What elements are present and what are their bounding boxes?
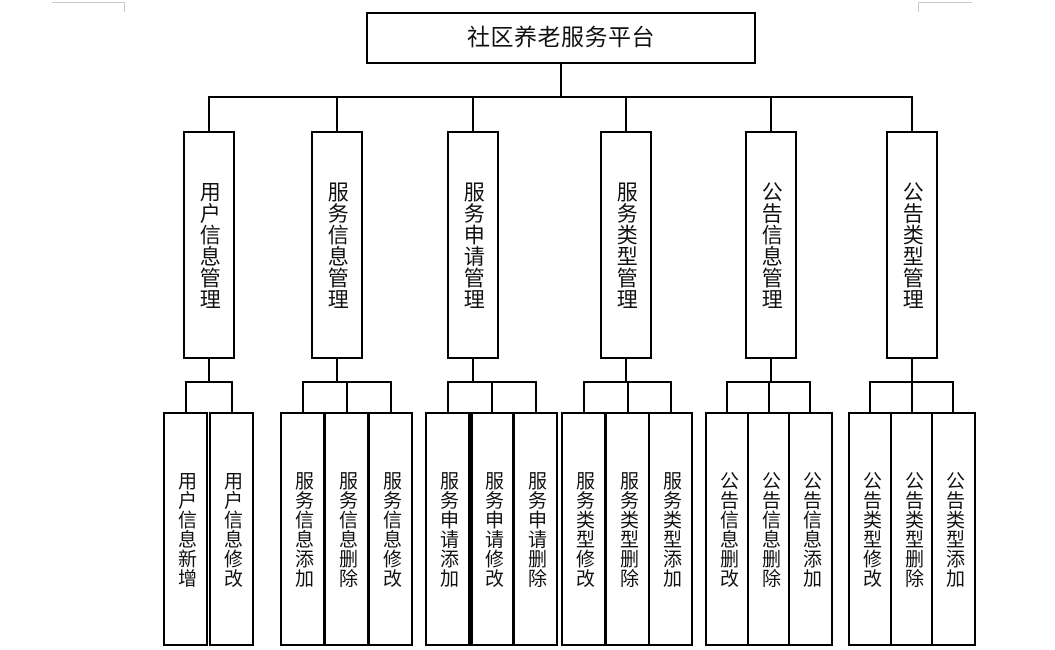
branch-node-service-info-management[interactable]: 服务信息管理 [311, 131, 363, 359]
leaf-node-service-type-add[interactable]: 服务类型添加 [648, 412, 693, 646]
branch-node-service-type-management[interactable]: 服务类型管理 [600, 131, 652, 359]
branch-node-user-info-management[interactable]: 用户信息管理 [183, 131, 235, 359]
connector-drop-leaf-4-2 [627, 381, 629, 412]
connector-drop-leaf-4-1 [583, 381, 585, 412]
leaf-node-service-application-add[interactable]: 服务申请添加 [425, 412, 470, 646]
leaf-node-label: 公告信息添加 [800, 470, 822, 588]
branch-node-label: 服务信息管理 [325, 180, 350, 310]
leaf-node-user-info-edit[interactable]: 用户信息修改 [209, 412, 254, 646]
crop-mark-top-left [52, 2, 125, 12]
leaf-node-label: 服务类型添加 [660, 470, 682, 588]
connector-drop-branch-5 [770, 96, 772, 131]
connector-drop-leaf-4-3 [670, 381, 672, 412]
leaf-node-service-application-edit[interactable]: 服务申请修改 [469, 412, 514, 646]
branch-node-notice-info-management[interactable]: 公告信息管理 [745, 131, 797, 359]
connector-drop-leaf-6-3 [952, 381, 954, 412]
leaf-node-notice-info-edit[interactable]: 公告信息删改 [705, 412, 750, 646]
root-node-platform[interactable]: 社区养老服务平台 [366, 12, 756, 64]
connector-drop-branch-2 [336, 96, 338, 131]
leaf-node-label: 用户信息新增 [175, 470, 197, 588]
leaf-node-label: 服务信息修改 [380, 470, 402, 588]
connector-drop-leaf-3-3 [535, 381, 537, 412]
leaf-node-notice-type-edit[interactable]: 公告类型修改 [848, 412, 893, 646]
leaf-node-service-type-delete[interactable]: 服务类型删除 [605, 412, 650, 646]
connector-drop-branch-6 [911, 96, 913, 131]
connector-bus-branch-1 [185, 381, 231, 383]
connector-drop-leaf-2-3 [390, 381, 392, 412]
connector-drop-leaf-2-1 [302, 381, 304, 412]
connector-stem-branch-1 [208, 359, 210, 382]
connector-drop-branch-4 [625, 96, 627, 131]
branch-node-label: 公告类型管理 [900, 180, 925, 310]
connector-drop-leaf-5-3 [809, 381, 811, 412]
connector-drop-branch-3 [472, 96, 474, 131]
branch-node-label: 服务类型管理 [614, 180, 639, 310]
connector-drop-leaf-3-2 [491, 381, 493, 412]
leaf-node-notice-type-add[interactable]: 公告类型添加 [931, 412, 976, 646]
leaf-node-label: 公告信息删除 [759, 470, 781, 588]
connector-drop-leaf-5-1 [726, 381, 728, 412]
leaf-node-label: 公告类型删除 [902, 470, 924, 588]
leaf-node-label: 服务类型删除 [617, 470, 639, 588]
root-node-label: 社区养老服务平台 [467, 25, 655, 51]
connector-stem-branch-3 [472, 359, 474, 382]
leaf-node-service-application-delete[interactable]: 服务申请删除 [513, 412, 558, 646]
branch-node-label: 公告信息管理 [759, 180, 784, 310]
connector-drop-branch-1 [208, 96, 210, 131]
connector-drop-leaf-6-2 [911, 381, 913, 412]
branch-node-notice-type-management[interactable]: 公告类型管理 [886, 131, 938, 359]
connector-drop-leaf-1-1 [185, 381, 187, 412]
leaf-node-label: 服务信息删除 [336, 470, 358, 588]
leaf-node-service-info-add[interactable]: 服务信息添加 [280, 412, 325, 646]
connector-drop-leaf-5-2 [768, 381, 770, 412]
leaf-node-notice-info-add[interactable]: 公告信息添加 [788, 412, 833, 646]
leaf-node-label: 服务信息添加 [292, 470, 314, 588]
leaf-node-label: 公告类型添加 [943, 470, 965, 588]
connector-drop-leaf-1-2 [231, 381, 233, 412]
leaf-node-notice-info-delete[interactable]: 公告信息删除 [747, 412, 792, 646]
connector-level2-bus [208, 96, 912, 98]
connector-root-stem [560, 64, 562, 97]
connector-drop-leaf-3-1 [447, 381, 449, 412]
connector-drop-leaf-6-1 [869, 381, 871, 412]
leaf-node-label: 服务申请修改 [482, 470, 504, 588]
connector-stem-branch-2 [336, 359, 338, 382]
crop-mark-top-right [918, 2, 972, 12]
connector-stem-branch-6 [911, 359, 913, 382]
leaf-node-label: 用户信息修改 [221, 470, 243, 588]
branch-node-service-application-management[interactable]: 服务申请管理 [447, 131, 499, 359]
leaf-node-user-info-add[interactable]: 用户信息新增 [163, 412, 208, 646]
leaf-node-service-info-delete[interactable]: 服务信息删除 [324, 412, 369, 646]
branch-node-label: 服务申请管理 [461, 180, 486, 310]
connector-drop-leaf-2-2 [346, 381, 348, 412]
leaf-node-label: 公告类型修改 [860, 470, 882, 588]
leaf-node-service-info-edit[interactable]: 服务信息修改 [368, 412, 413, 646]
leaf-node-label: 公告信息删改 [717, 470, 739, 588]
leaf-node-label: 服务申请添加 [437, 470, 459, 588]
branch-node-label: 用户信息管理 [197, 180, 222, 310]
leaf-node-service-type-edit[interactable]: 服务类型修改 [561, 412, 606, 646]
leaf-node-label: 服务类型修改 [573, 470, 595, 588]
connector-stem-branch-5 [770, 359, 772, 382]
leaf-node-notice-type-delete[interactable]: 公告类型删除 [890, 412, 935, 646]
leaf-node-label: 服务申请删除 [525, 470, 547, 588]
connector-stem-branch-4 [625, 359, 627, 382]
